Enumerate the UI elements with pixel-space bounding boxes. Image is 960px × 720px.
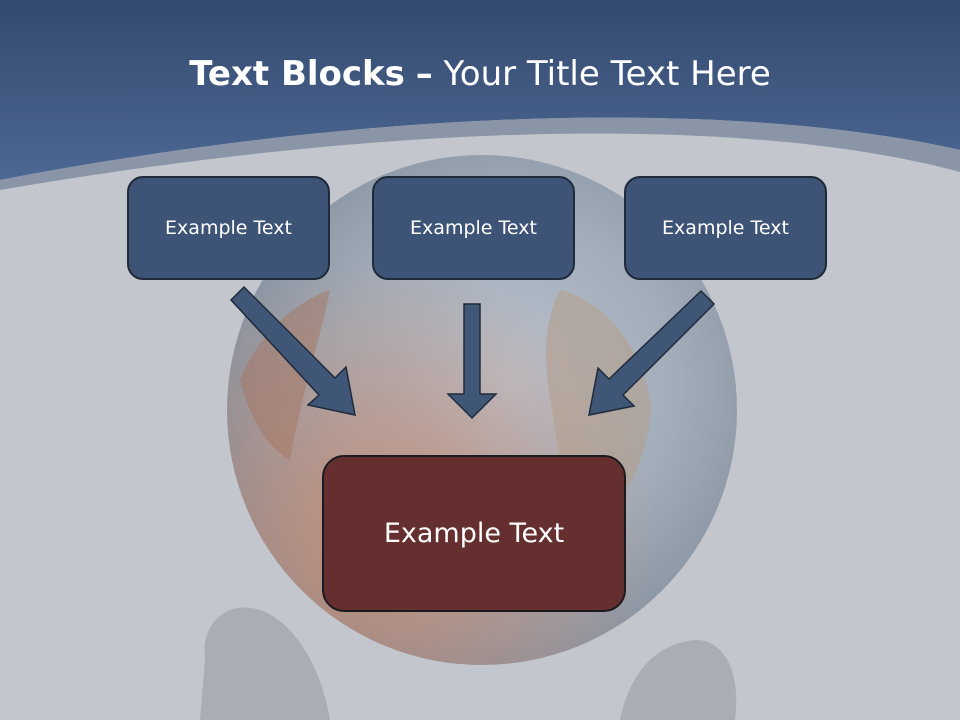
text-block-left-label: Example Text: [165, 217, 292, 239]
header-accent-curve: [0, 117, 960, 190]
slide-title: Text Blocks – Your Title Text Here: [0, 50, 960, 98]
arrow-middle-to-center: [446, 303, 498, 420]
title-dash: –: [415, 54, 433, 94]
text-block-right-label: Example Text: [662, 217, 789, 239]
arrow-right-to-center: [588, 289, 716, 416]
text-block-center[interactable]: Example Text: [322, 455, 626, 612]
text-block-middle[interactable]: Example Text: [372, 176, 575, 280]
text-block-right[interactable]: Example Text: [624, 176, 827, 280]
title-regular-part: Your Title Text Here: [443, 54, 771, 94]
arrow-left-to-center: [229, 285, 356, 416]
title-bold-part: Text Blocks: [189, 54, 405, 94]
text-block-left[interactable]: Example Text: [127, 176, 330, 280]
text-block-middle-label: Example Text: [410, 217, 537, 239]
header-band: [0, 0, 960, 180]
text-block-center-label: Example Text: [383, 518, 565, 549]
